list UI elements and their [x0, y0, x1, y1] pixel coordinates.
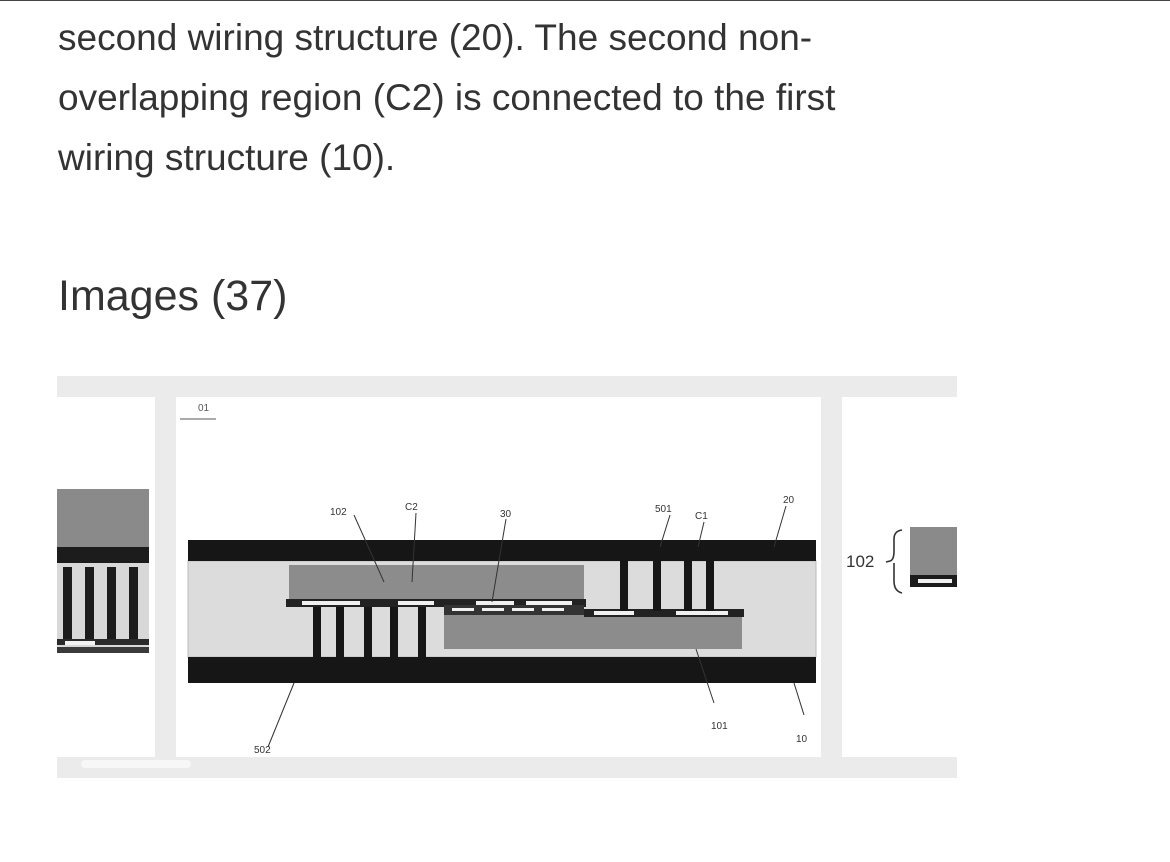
patent-figure-thumbnail-next[interactable]: 102 — [842, 397, 957, 757]
figure-label-101: 101 — [711, 721, 728, 732]
figure-label-c1: C1 — [695, 511, 708, 522]
figure-label-501: 501 — [655, 504, 672, 515]
abstract-line: wiring structure (10). — [58, 137, 396, 178]
abstract-line: overlapping region (C2) is connected to … — [58, 77, 836, 118]
images-heading: Images (37) — [58, 272, 288, 320]
top-divider — [0, 0, 1170, 1]
patent-figure-thumbnail-previous[interactable] — [57, 397, 155, 757]
figure-drawing — [57, 489, 149, 653]
figure-label-10: 10 — [796, 734, 808, 745]
figure-drawing: 102 — [846, 527, 957, 594]
carousel-scrollbar[interactable] — [81, 760, 191, 768]
abstract-text: second wiring structure (20). The second… — [58, 8, 938, 188]
figure-label-01: 01 — [198, 403, 210, 414]
figure-label-102: 102 — [330, 507, 347, 518]
figure-label-102: 102 — [846, 552, 874, 571]
image-carousel[interactable]: 01 — [57, 376, 957, 778]
figure-label-c2: C2 — [405, 502, 418, 513]
abstract-line: second wiring structure (20). The second… — [58, 17, 813, 58]
figure-label-20: 20 — [783, 495, 795, 506]
figure-label-30: 30 — [500, 509, 512, 520]
patent-figure-thumbnail[interactable]: 01 — [176, 397, 821, 757]
figure-label-502: 502 — [254, 745, 271, 756]
figure-drawing: 01 — [180, 403, 817, 756]
